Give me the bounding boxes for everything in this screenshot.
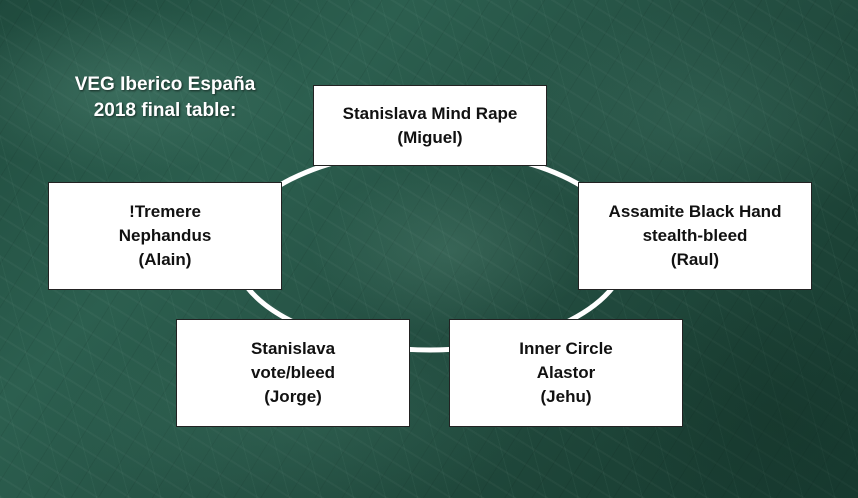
deck-strategy: Nephandus <box>118 226 212 245</box>
player-name: (Raul) <box>670 250 720 269</box>
title-line-2: 2018 final table: <box>93 100 237 121</box>
player-box-alain: !Tremere Nephandus (Alain) <box>48 182 282 290</box>
deck-name: Inner Circle <box>519 339 613 358</box>
title-line-1: VEG Iberico España <box>74 74 256 95</box>
player-name: (Alain) <box>138 250 192 269</box>
deck-strategy: Alastor <box>536 363 596 382</box>
player-name: (Jehu) <box>540 387 592 406</box>
player-box-miguel: Stanislava Mind Rape (Miguel) <box>313 85 547 166</box>
player-name: (Miguel) <box>397 127 463 147</box>
deck-name: Assamite Black Hand <box>608 202 782 221</box>
deck-strategy: vote/bleed <box>250 363 336 382</box>
deck-name: !Tremere <box>129 202 201 221</box>
deck-name: Stanislava <box>250 339 336 358</box>
deck-name: Stanislava Mind Rape <box>342 103 518 123</box>
player-box-jehu: Inner Circle Alastor (Jehu) <box>449 319 683 427</box>
deck-strategy: stealth-bleed <box>642 226 748 245</box>
diagram-title: VEG Iberico España 2018 final table: <box>40 72 290 124</box>
player-name: (Jorge) <box>264 387 322 406</box>
player-box-jorge: Stanislava vote/bleed (Jorge) <box>176 319 410 427</box>
player-box-raul: Assamite Black Hand stealth-bleed (Raul) <box>578 182 812 290</box>
